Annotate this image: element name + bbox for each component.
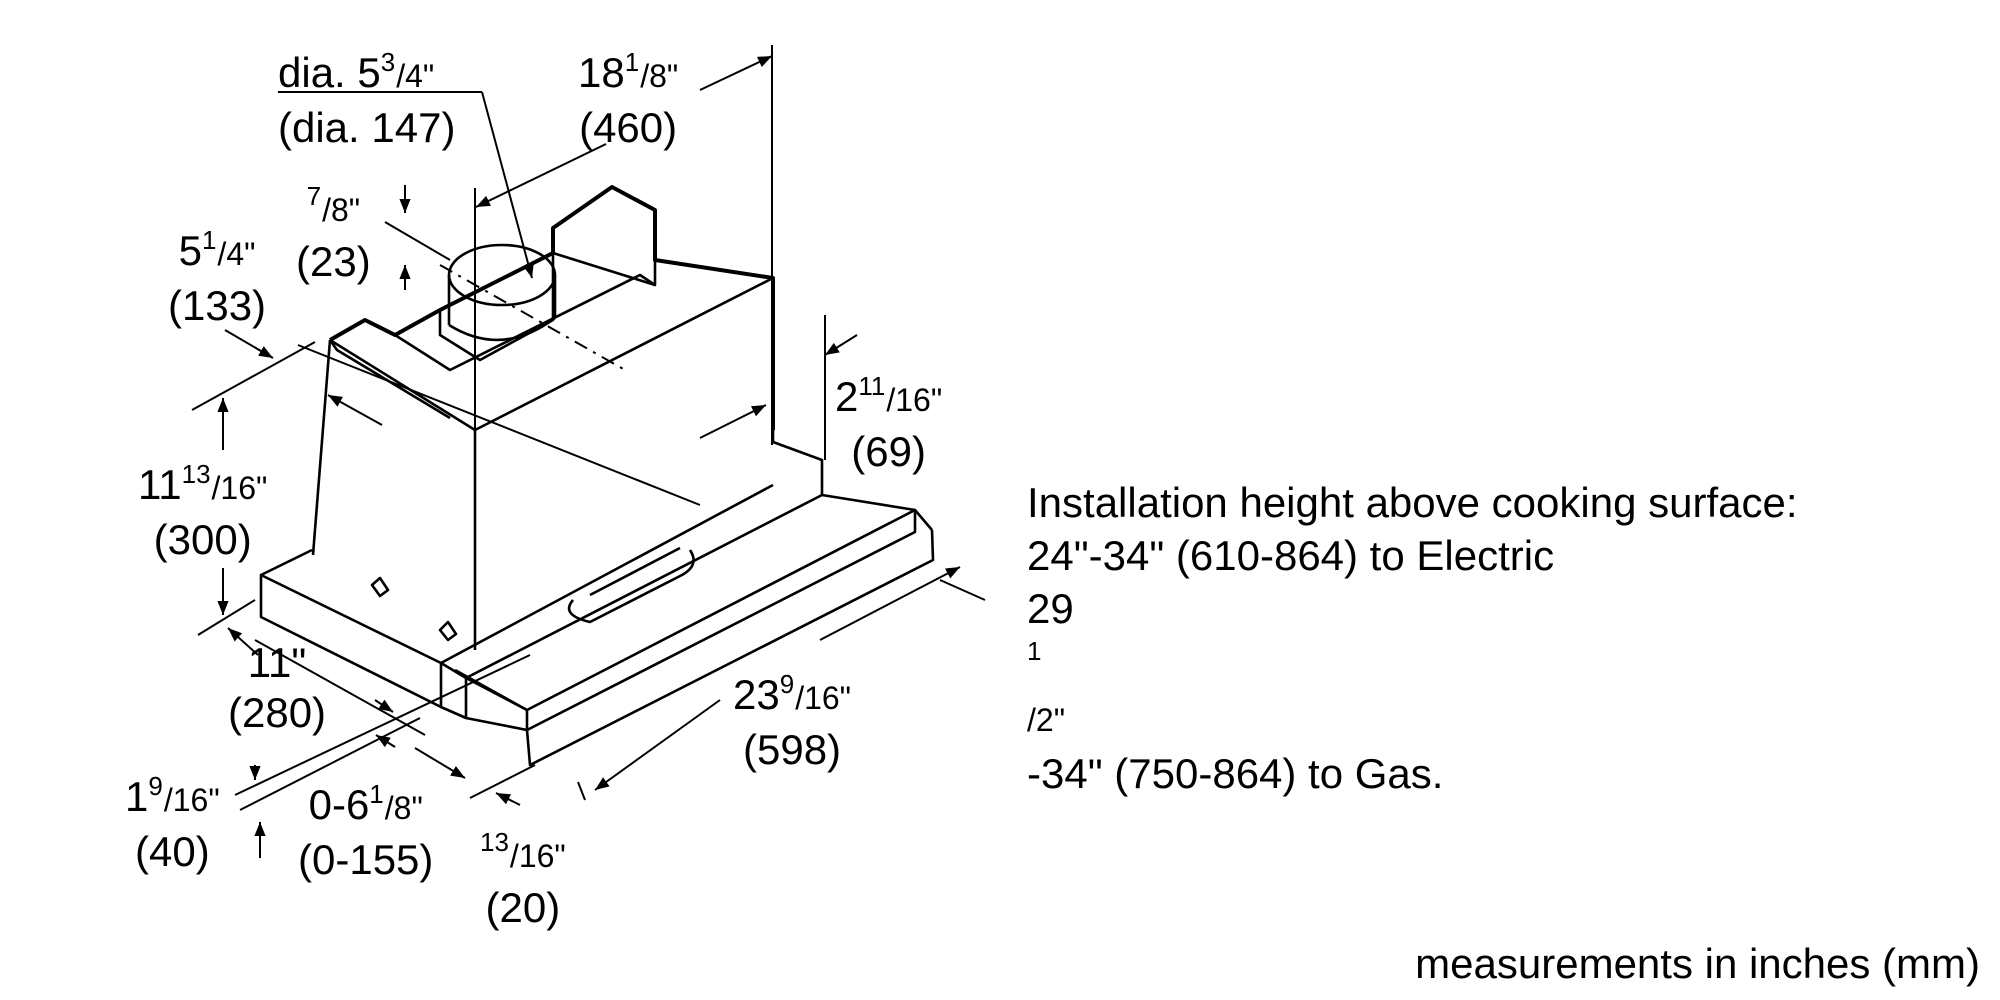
duct-offset-den: /8" bbox=[322, 192, 361, 228]
installation-note-line2: 24"-34" (610-864) to Electric bbox=[1027, 532, 1555, 579]
duct-diameter-in: dia. 5 bbox=[278, 49, 381, 96]
bottom-height-den: /16" bbox=[163, 782, 220, 818]
duct-side-den: /4" bbox=[217, 236, 256, 272]
front-lip-label: 13/16" (20) bbox=[480, 827, 566, 933]
extension-den: /8" bbox=[384, 790, 423, 826]
depth-top-label: 181/8" (460) bbox=[578, 47, 679, 153]
bottom-height-mm: (40) bbox=[134, 828, 210, 875]
front-lip-den: /16" bbox=[509, 838, 566, 874]
width-side-in: 11" bbox=[247, 639, 307, 686]
installation-note: Installation height above cooking surfac… bbox=[1027, 476, 1798, 800]
extension-in: 0-6 bbox=[308, 781, 370, 828]
width-mm: (598) bbox=[742, 726, 842, 773]
front-lip-mm: (20) bbox=[485, 884, 561, 931]
width-side-mm: (280) bbox=[228, 689, 327, 736]
width-side-label: 11" (280) bbox=[228, 638, 326, 738]
duct-diameter-sup: 3 bbox=[380, 47, 396, 77]
dimension-lines bbox=[191, 45, 986, 858]
height-in: 11 bbox=[138, 461, 182, 508]
installation-note-line1: Installation height above cooking surfac… bbox=[1027, 479, 1798, 526]
height-den: /16" bbox=[211, 470, 268, 506]
depth-top-sup: 1 bbox=[624, 47, 640, 77]
depth-top-mm: (460) bbox=[579, 104, 678, 151]
duct-side-mm: (133) bbox=[168, 282, 267, 329]
duct-offset-sup: 7 bbox=[306, 181, 322, 211]
duct-collar bbox=[439, 243, 626, 371]
height-label: 1113/16" (300) bbox=[138, 459, 268, 565]
bottom-height-label: 19/16" (40) bbox=[125, 771, 220, 877]
measurements-footer: measurements in inches (mm) bbox=[1415, 940, 1980, 987]
duct-side-in: 5 bbox=[178, 227, 202, 274]
installation-note-gas-sup: 1 bbox=[1027, 636, 1042, 666]
duct-diameter-mm: (dia. 147) bbox=[278, 104, 456, 151]
rear-step-label: 211/16" (69) bbox=[835, 371, 943, 477]
height-sup: 13 bbox=[181, 459, 211, 489]
bottom-height-in: 1 bbox=[125, 773, 149, 820]
duct-offset-label: 7/8" (23) bbox=[296, 181, 371, 287]
width-in: 23 bbox=[733, 671, 780, 718]
duct-side-label: 51/4" (133) bbox=[168, 225, 267, 331]
rear-step-in: 2 bbox=[835, 373, 859, 420]
installation-note-gas-in: 29 bbox=[1027, 585, 1074, 632]
installation-note-line3: 29 1/2" -34" (750-864) to Gas. bbox=[1027, 582, 1798, 800]
rear-step-mm: (69) bbox=[851, 428, 926, 475]
hood-base bbox=[259, 440, 935, 767]
rear-step-den: /16" bbox=[886, 382, 943, 418]
duct-offset-mm: (23) bbox=[296, 238, 371, 285]
bottom-height-sup: 9 bbox=[148, 771, 163, 801]
installation-note-gas-den: /2" bbox=[1027, 702, 1066, 738]
height-mm: (300) bbox=[153, 516, 252, 563]
duct-side-sup: 1 bbox=[201, 225, 217, 255]
duct-diameter-den: /4" bbox=[396, 58, 435, 94]
extension-label: 0-61/8" (0-155) bbox=[298, 779, 434, 885]
extension-mm: (0-155) bbox=[298, 836, 434, 883]
width-den: /16" bbox=[795, 680, 852, 716]
width-label: 239/16" (598) bbox=[733, 669, 852, 775]
width-sup: 9 bbox=[779, 669, 795, 699]
depth-top-in: 18 bbox=[578, 49, 625, 96]
depth-top-den: /8" bbox=[640, 58, 679, 94]
rear-step-sup: 11 bbox=[858, 371, 886, 401]
duct-diameter-label: dia. 53/4" (dia. 147) bbox=[278, 47, 456, 153]
front-lip-sup: 13 bbox=[480, 827, 509, 857]
installation-note-gas-rest: -34" (750-864) to Gas. bbox=[1027, 750, 1444, 797]
extension-sup: 1 bbox=[369, 779, 384, 809]
